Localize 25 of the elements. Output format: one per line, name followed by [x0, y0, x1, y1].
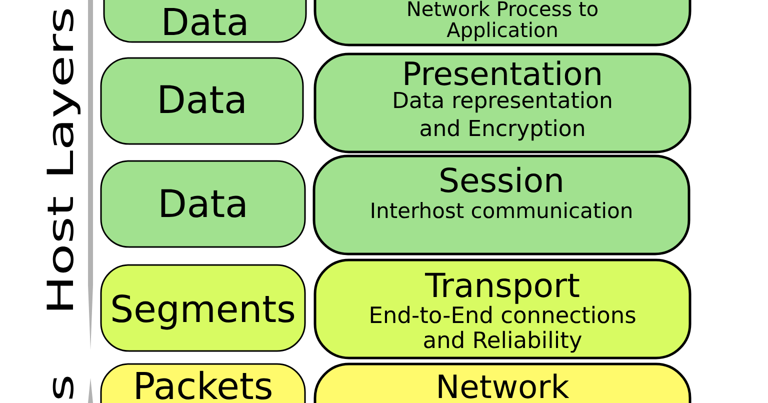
data-unit-label: Data [161, 189, 245, 218]
band-label: Host Layers [46, 9, 80, 310]
data-unit-label: Data [160, 85, 244, 114]
layer-description: Data representation and Encryption [394, 91, 612, 141]
layer-box [314, 0, 692, 46]
layer-title: Transport [424, 272, 580, 304]
layer-title: Presentation [405, 60, 600, 86]
layer-description: Interhost communication [372, 202, 632, 218]
data-unit-label: Segments [112, 294, 294, 330]
layer-description: Network Process to Application [408, 0, 598, 42]
data-unit-label: Packets [136, 370, 272, 400]
data-unit-box [103, 0, 307, 43]
band-label: s [52, 376, 74, 399]
layer-box [312, 154, 690, 256]
layer-description: End-to-End connections and Reliability [370, 306, 636, 353]
layer-title: Session [440, 166, 562, 192]
data-unit-label: Data [164, 8, 246, 36]
layer-box [314, 362, 692, 403]
layer-box [314, 258, 692, 360]
layer-title: Network [438, 374, 570, 398]
data-unit-box [100, 363, 306, 403]
data-unit-box [100, 264, 306, 352]
layer-box [314, 52, 692, 154]
data-unit-box [100, 160, 306, 248]
data-unit-box [100, 57, 304, 145]
